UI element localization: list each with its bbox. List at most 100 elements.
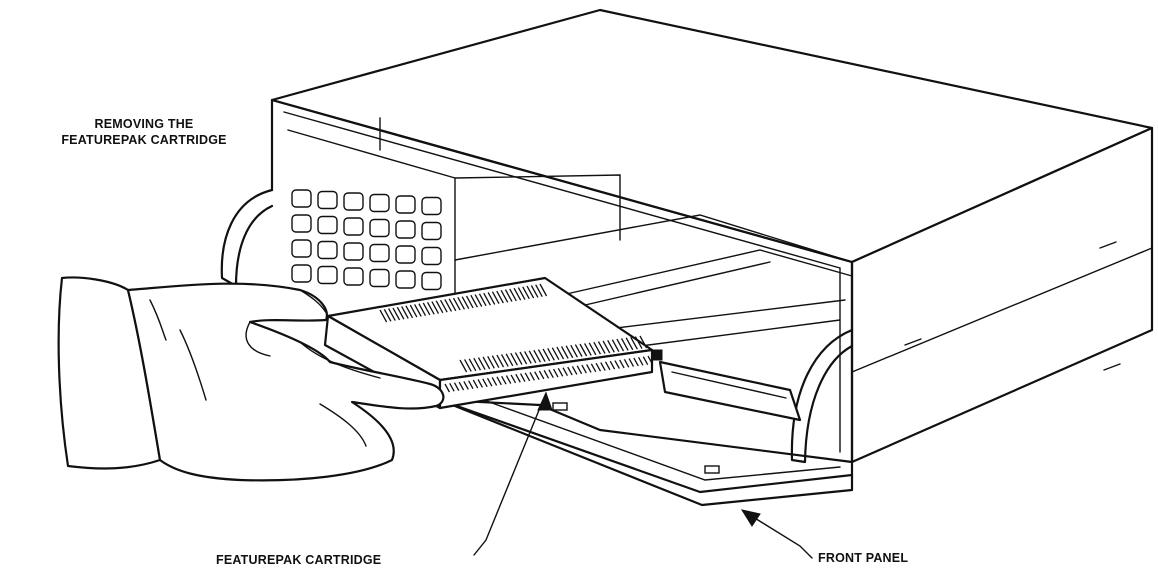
keypad-key bbox=[421, 221, 442, 241]
cartridge-ridge bbox=[496, 290, 504, 304]
keypad-key bbox=[395, 195, 416, 214]
interior-floor-line bbox=[599, 299, 846, 351]
cartridge-ridge bbox=[630, 336, 638, 350]
cartridge-socket bbox=[658, 360, 802, 422]
cartridge-ridge bbox=[478, 293, 487, 307]
interior-rail-lower bbox=[539, 249, 853, 313]
cartridge-ridge bbox=[486, 377, 493, 387]
cartridge-ridge bbox=[448, 298, 457, 312]
cartridge-ridge bbox=[586, 364, 592, 373]
cartridge-ridge bbox=[504, 289, 513, 302]
cartridge-ridge bbox=[500, 290, 509, 303]
cartridge-ridge bbox=[452, 297, 461, 311]
cartridge-ridge bbox=[567, 366, 573, 376]
figure-title-line-2: FEATUREPAK CARTRIDGE bbox=[61, 133, 227, 147]
cartridge-ridge bbox=[604, 361, 611, 371]
cartridge-ridge bbox=[461, 296, 470, 309]
cartridge-ridge bbox=[524, 351, 532, 364]
keypad-key bbox=[343, 242, 364, 261]
left-handle bbox=[220, 188, 274, 288]
cartridge-ridge bbox=[620, 338, 629, 351]
cartridge-ridge bbox=[538, 370, 545, 380]
cartridge-leader-arrowhead bbox=[537, 391, 553, 411]
callout-featurepak-cartridge: FEATUREPAK CARTRIDGE bbox=[216, 553, 382, 567]
cartridge-ridge bbox=[474, 294, 483, 307]
cartridge-ridge bbox=[457, 297, 466, 310]
front-panel-lip bbox=[438, 398, 854, 507]
cartridge-ridge bbox=[477, 357, 486, 370]
cartridge-ridge bbox=[548, 369, 554, 378]
cartridge-ridge bbox=[482, 356, 491, 370]
keypad-key bbox=[421, 271, 442, 291]
cartridge-ridges bbox=[379, 283, 653, 393]
figure-title: REMOVING THE FEATUREPAK CARTRIDGE bbox=[44, 116, 244, 148]
front-panel-tab-left bbox=[552, 402, 568, 411]
keypad-key bbox=[317, 265, 338, 285]
cartridge-ridge bbox=[528, 350, 537, 364]
cartridge-ridge bbox=[418, 303, 427, 316]
hand bbox=[57, 276, 445, 482]
cartridge-ridge bbox=[491, 377, 498, 386]
housing-side-slot-1 bbox=[1099, 241, 1117, 249]
cartridge-ridge bbox=[487, 292, 496, 305]
cartridge-ridge bbox=[530, 285, 539, 298]
figure-title-line-1: REMOVING THE bbox=[94, 117, 194, 131]
cartridge-ridge bbox=[491, 355, 500, 369]
cartridge-ridge bbox=[510, 352, 518, 366]
cartridge-ridge bbox=[468, 380, 474, 390]
cartridge-ridge bbox=[496, 354, 505, 368]
keypad-key bbox=[291, 189, 312, 208]
cartridge-ridge bbox=[392, 307, 401, 321]
housing-side-slot-2 bbox=[904, 338, 922, 346]
cartridge-ridge bbox=[453, 382, 460, 392]
cartridge-ridge bbox=[595, 362, 602, 372]
cartridge-ridge bbox=[405, 305, 414, 319]
keypad-key bbox=[369, 218, 390, 238]
cartridge-ridge bbox=[547, 347, 555, 361]
hand-finger-lines bbox=[149, 299, 381, 447]
keypad-key bbox=[395, 270, 416, 289]
cartridge-ridge bbox=[623, 358, 630, 368]
cartridge-ridge bbox=[470, 294, 478, 308]
housing-side-slot-3 bbox=[1103, 363, 1121, 371]
cartridge-ridge bbox=[628, 358, 635, 367]
cartridge-ridge bbox=[379, 309, 388, 323]
cartridge-ridge bbox=[465, 295, 474, 309]
cartridge-ridge bbox=[565, 345, 574, 359]
keypad-key bbox=[343, 267, 364, 286]
keypad-key bbox=[369, 268, 390, 288]
cartridge-ridge bbox=[500, 354, 509, 367]
front-panel-inner-edge bbox=[469, 394, 841, 481]
cartridge-socket-slot bbox=[671, 371, 787, 399]
cartridge-ridge bbox=[597, 341, 606, 354]
cartridge-ridge bbox=[514, 352, 523, 365]
cartridge-ridge bbox=[444, 383, 450, 393]
keypad-key bbox=[369, 243, 390, 263]
cartridge-ridge bbox=[590, 363, 597, 373]
cartridge-ridge bbox=[642, 356, 649, 365]
cartridge-ridge bbox=[483, 292, 491, 306]
cartridge-ridge bbox=[473, 357, 482, 371]
cartridge-ridge bbox=[557, 368, 564, 377]
cartridge-ridge bbox=[435, 300, 444, 314]
cartridge-ridge bbox=[600, 362, 606, 371]
cartridge-ridge bbox=[625, 337, 634, 351]
cartridge-ridge bbox=[562, 367, 568, 377]
cartridge-ridge bbox=[584, 343, 592, 356]
cartridge-ridge bbox=[396, 306, 405, 320]
cartridge-ridge bbox=[491, 291, 500, 305]
keypad-key bbox=[395, 220, 416, 239]
right-handle bbox=[790, 328, 854, 464]
cartridge-ridge bbox=[571, 366, 578, 375]
keypad-key bbox=[395, 245, 416, 264]
cartridge-ridge bbox=[522, 286, 530, 300]
cartridge-ridge bbox=[482, 378, 488, 388]
cartridge-ridge bbox=[431, 301, 440, 314]
cartridge-ridge bbox=[616, 338, 625, 352]
cartridge-ridge bbox=[579, 343, 588, 357]
cartridge-ridge bbox=[509, 288, 517, 302]
featurepak-cartridge bbox=[323, 276, 654, 410]
cartridge-ridge bbox=[633, 357, 639, 367]
cartridge-ridge bbox=[505, 353, 514, 367]
cartridge-ridge bbox=[383, 308, 392, 322]
